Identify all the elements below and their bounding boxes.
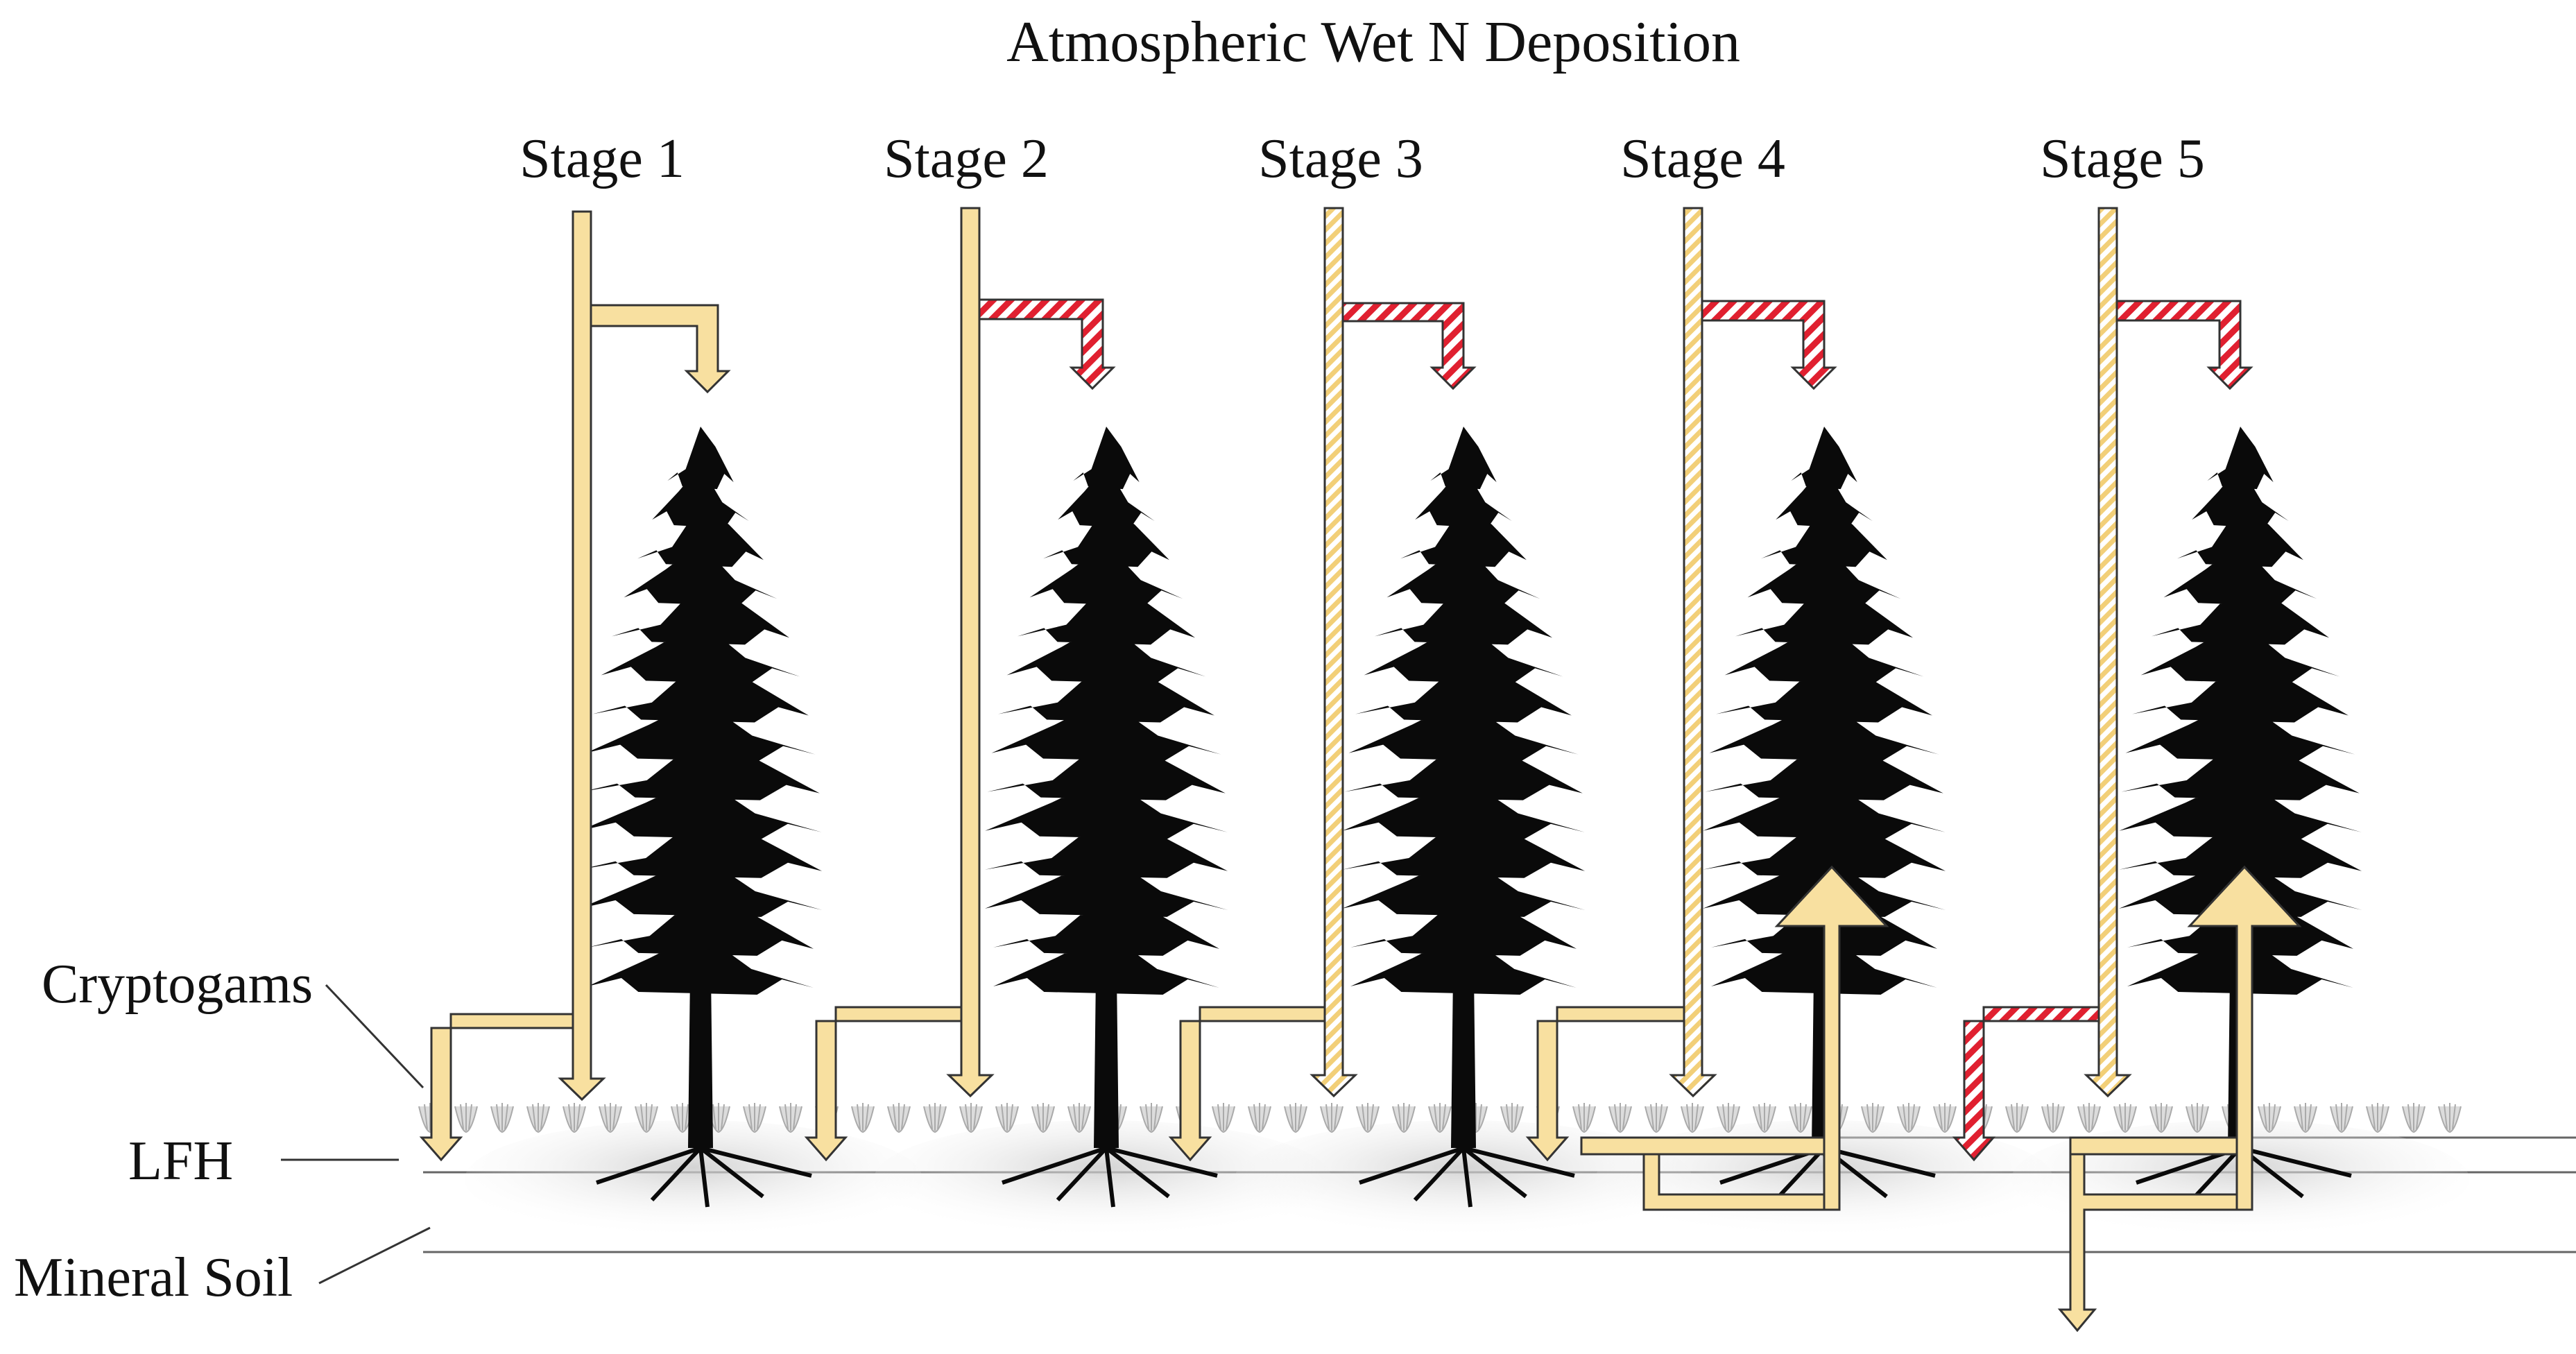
stage-4-lfh-flow <box>1580 1136 1826 1156</box>
cryptogam-tuft <box>526 1103 550 1133</box>
cryptogam-tuft <box>2258 1103 2281 1133</box>
stage-5-main-arrow <box>2084 207 2132 1098</box>
cryptogam-tuft <box>1500 1103 1524 1133</box>
cryptogams-label: Cryptogams <box>42 954 313 1015</box>
cryptogam-tuft <box>1861 1103 1884 1133</box>
stage-4-flows <box>1525 207 1889 1211</box>
diagram-title: Atmospheric Wet N Deposition <box>1006 10 1740 74</box>
stage-3-flows <box>1168 207 1477 1162</box>
cryptogam-tuft <box>2005 1103 2029 1133</box>
cryptogam-tuft <box>635 1103 658 1133</box>
cryptogam-tuft <box>454 1103 478 1133</box>
cryptogam-tuft <box>1933 1103 1957 1133</box>
stage-5-canopy-arrow <box>2115 300 2253 391</box>
stage-5-lfh-flow <box>2069 1136 2238 1156</box>
stage-5-flows <box>1952 207 2302 1332</box>
stage-4-cryptogam-arrow <box>1525 1006 1685 1162</box>
cryptogam-tuft <box>2438 1103 2462 1133</box>
cryptogam-tuft <box>1428 1103 1452 1133</box>
cryptogam-tuft <box>707 1103 730 1133</box>
stage-3-main-arrow <box>1310 207 1358 1098</box>
cryptogam-tuft <box>1572 1103 1596 1133</box>
cryptogam-tuft <box>1067 1103 1091 1133</box>
cryptogam-tuft <box>1212 1103 1235 1133</box>
stage-2-cryptogam-arrow <box>804 1006 963 1162</box>
stage-1-cryptogam-arrow <box>419 1013 574 1162</box>
cryptogam-tuft <box>563 1103 586 1133</box>
cryptogam-tuft <box>743 1103 766 1133</box>
cryptogam-tuft <box>599 1103 622 1133</box>
stage-2-label: Stage 2 <box>884 128 1049 189</box>
stage-4-label: Stage 4 <box>1620 128 1785 189</box>
stage-1-canopy-arrow <box>590 304 731 394</box>
cryptogam-tuft <box>1248 1103 1271 1133</box>
cryptogam-tuft <box>1753 1103 1776 1133</box>
cryptogam-tuft <box>887 1103 911 1133</box>
cryptogam-tuft <box>1681 1103 1704 1133</box>
cryptogam-tuft <box>1031 1103 1055 1133</box>
conifer-tree-3 <box>1342 427 1585 1208</box>
stage-1-label: Stage 1 <box>520 128 685 189</box>
stage-5-cryptogam-arrow <box>1952 1006 2100 1162</box>
cryptogam-tuft <box>1717 1103 1740 1133</box>
cryptogam-tuft <box>1284 1103 1307 1133</box>
cryptogam-tuft <box>923 1103 947 1133</box>
cryptogam-tuft <box>490 1103 514 1133</box>
stage-4-canopy-arrow <box>1701 300 1837 391</box>
stage-5-uptake-arrow <box>2187 865 2302 1211</box>
stage-2-canopy-arrow <box>978 298 1116 391</box>
cryptogam-tuft <box>1140 1103 1163 1133</box>
cryptogam-tuft <box>1789 1103 1812 1133</box>
cryptogam-tuft <box>2113 1103 2137 1133</box>
stage-4-uptake-arrow <box>1774 865 1889 1211</box>
stage-3-label: Stage 3 <box>1258 128 1423 189</box>
conifer-tree-1 <box>579 427 822 1208</box>
cryptogam-tuft <box>2041 1103 2065 1133</box>
cryptogam-tuft <box>2077 1103 2101 1133</box>
leader-lines <box>281 984 431 1285</box>
stage-2-flows <box>804 207 1116 1162</box>
cryptogam-tuft <box>1356 1103 1380 1133</box>
cryptogam-tuft <box>2149 1103 2173 1133</box>
cryptogam-tuft <box>2186 1103 2209 1133</box>
lfh-label: LFH <box>128 1131 233 1192</box>
cryptogam-tuft <box>1645 1103 1668 1133</box>
cryptogam-tuft <box>995 1103 1019 1133</box>
cryptogam-tuft <box>959 1103 983 1133</box>
stage-5-label: Stage 5 <box>2040 128 2205 189</box>
cryptogam-tuft <box>2330 1103 2353 1133</box>
stage-5-soil-flow <box>2057 1153 2238 1332</box>
cryptogam-tuft <box>2366 1103 2389 1133</box>
cryptogam-tuft <box>1392 1103 1416 1133</box>
stage-4-main-arrow <box>1669 207 1717 1098</box>
stage-3-canopy-arrow <box>1341 302 1477 391</box>
cryptogam-tuft <box>1608 1103 1632 1133</box>
cryptogam-tuft <box>1897 1103 1921 1133</box>
stage-1-flows <box>419 210 731 1162</box>
conifer-tree-2 <box>985 427 1228 1208</box>
mineral-soil-label: Mineral Soil <box>14 1247 293 1308</box>
cryptogam-tuft <box>2402 1103 2425 1133</box>
cryptogam-layer <box>418 1103 2462 1133</box>
cryptogam-tuft <box>2294 1103 2317 1133</box>
cryptogam-tuft <box>851 1103 875 1133</box>
stage-2-main-arrow <box>946 207 995 1098</box>
stage-3-cryptogam-arrow <box>1168 1006 1326 1162</box>
trees <box>579 427 2362 1208</box>
cryptogam-tuft <box>1320 1103 1343 1133</box>
cryptogam-tuft <box>779 1103 802 1133</box>
stage-1-main-arrow <box>558 210 606 1102</box>
cryptogam-tuft <box>671 1103 694 1133</box>
